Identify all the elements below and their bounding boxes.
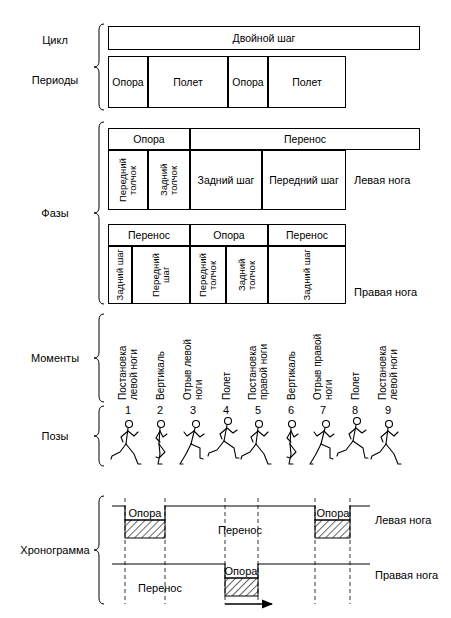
chrono-label: Опора <box>129 507 162 520</box>
phase-box: Задний толчок <box>148 150 190 210</box>
moment-label: Отрыв правой ноги <box>312 316 334 400</box>
row-label: Позы <box>42 430 69 443</box>
leg-label: Левая нога <box>354 174 410 187</box>
box-text: Передний толчок <box>117 151 140 209</box>
brace <box>94 24 104 110</box>
support-hatch <box>225 578 258 596</box>
row-label: Цикл <box>42 34 68 47</box>
runner-figure <box>371 421 401 465</box>
box-text: Задний шаг <box>114 248 126 301</box>
leg-label: Правая нога <box>354 286 417 299</box>
box-text: Передний шаг <box>150 247 173 303</box>
moment-label: Постановка левой ноги <box>117 316 139 400</box>
runner-figure <box>156 421 167 465</box>
chronogram <box>112 498 370 604</box>
runner-figure <box>337 418 368 459</box>
support-hatch <box>125 520 165 538</box>
box-text: Передний толчок <box>197 247 220 303</box>
runner-figure <box>208 418 239 459</box>
phase-box: Задний шаг <box>190 150 262 210</box>
runner-figure <box>310 421 334 465</box>
phase-box: Задний шаг <box>268 246 346 304</box>
box-text: Перенос <box>285 228 329 242</box>
box-text: Перенос <box>127 228 171 242</box>
box-text: Опора <box>111 75 144 89</box>
brace <box>94 314 104 402</box>
chrono-label: Перенос <box>138 582 182 595</box>
box-text: Двойной шаг <box>232 31 297 45</box>
box-text: Опора <box>231 75 264 89</box>
phase-group-box: Перенос <box>108 224 190 246</box>
pose-number: 8 <box>352 404 358 417</box>
time-arrow <box>225 603 272 605</box>
moment-label: Отрыв левой ноги <box>182 316 204 400</box>
runner-poses <box>111 418 401 465</box>
time-gridlines <box>125 498 350 604</box>
row-label: Хронограмма <box>20 544 89 557</box>
chrono-label: Опора <box>225 565 258 578</box>
pose-number: 5 <box>255 404 261 417</box>
pose-number: 9 <box>385 404 391 417</box>
brace <box>94 496 104 604</box>
phase-group-box: Опора <box>108 128 190 150</box>
section-braces <box>94 24 104 604</box>
runner-figure <box>180 421 204 465</box>
box-text: Задний толчок <box>236 247 259 303</box>
leg-label: Правая нога <box>375 569 438 582</box>
moment-label: Полет <box>350 316 361 400</box>
moment-label: Вертикаль <box>286 316 297 400</box>
phase-box: Передний толчок <box>190 246 226 304</box>
chrono-label: Перенос <box>218 524 262 537</box>
pose-number: 2 <box>157 404 163 417</box>
brace <box>94 406 104 466</box>
phase-group-box: Опора <box>190 224 268 246</box>
support-hatch <box>315 520 350 538</box>
runner-figure <box>111 421 141 465</box>
chrono-label: Опора <box>317 507 350 520</box>
left-leg-trace <box>112 506 370 520</box>
box-text: Перенос <box>283 132 327 146</box>
phase-box: Передний шаг <box>262 150 346 210</box>
box-text: Передний шаг <box>268 173 340 187</box>
pose-number: 3 <box>190 404 196 417</box>
right-leg-trace <box>112 564 370 578</box>
runner-figure <box>287 421 298 465</box>
runner-figure <box>241 421 271 465</box>
box-text: Полет <box>291 75 323 89</box>
phase-box: Задний шаг <box>108 246 132 304</box>
pose-number: 6 <box>288 404 294 417</box>
box-text: Задний шаг <box>301 248 313 301</box>
box-text: Полет <box>172 75 204 89</box>
period-box: Опора <box>228 56 268 108</box>
box-text: Задний шаг <box>197 173 256 187</box>
box-text: Задний толчок <box>158 151 181 209</box>
period-box: Полет <box>148 56 228 108</box>
pose-number: 7 <box>320 404 326 417</box>
moment-label: Постановка правой ноги <box>247 316 269 400</box>
phase-box: Задний толчок <box>226 246 268 304</box>
period-box: Опора <box>108 56 148 108</box>
phase-box: Передний шаг <box>132 246 190 304</box>
moment-label: Полет <box>221 316 232 400</box>
box-text: Опора <box>132 132 165 146</box>
moment-label: Вертикаль <box>155 316 166 400</box>
phase-group-box: Перенос <box>268 224 346 246</box>
row-label: Моменты <box>31 352 79 365</box>
leg-label: Левая нога <box>375 514 431 527</box>
moment-label: Постановка левой ноги <box>377 316 399 400</box>
phase-group-box: Перенос <box>190 128 420 150</box>
cycle-box: Двойной шаг <box>108 26 420 50</box>
period-box: Полет <box>268 56 346 108</box>
phase-box: Передний толчок <box>108 150 148 210</box>
pose-number: 4 <box>223 404 229 417</box>
pose-number: 1 <box>125 404 131 417</box>
box-text: Опора <box>212 228 245 242</box>
brace <box>94 122 104 304</box>
row-label: Фазы <box>41 207 68 220</box>
row-label: Периоды <box>32 74 79 87</box>
